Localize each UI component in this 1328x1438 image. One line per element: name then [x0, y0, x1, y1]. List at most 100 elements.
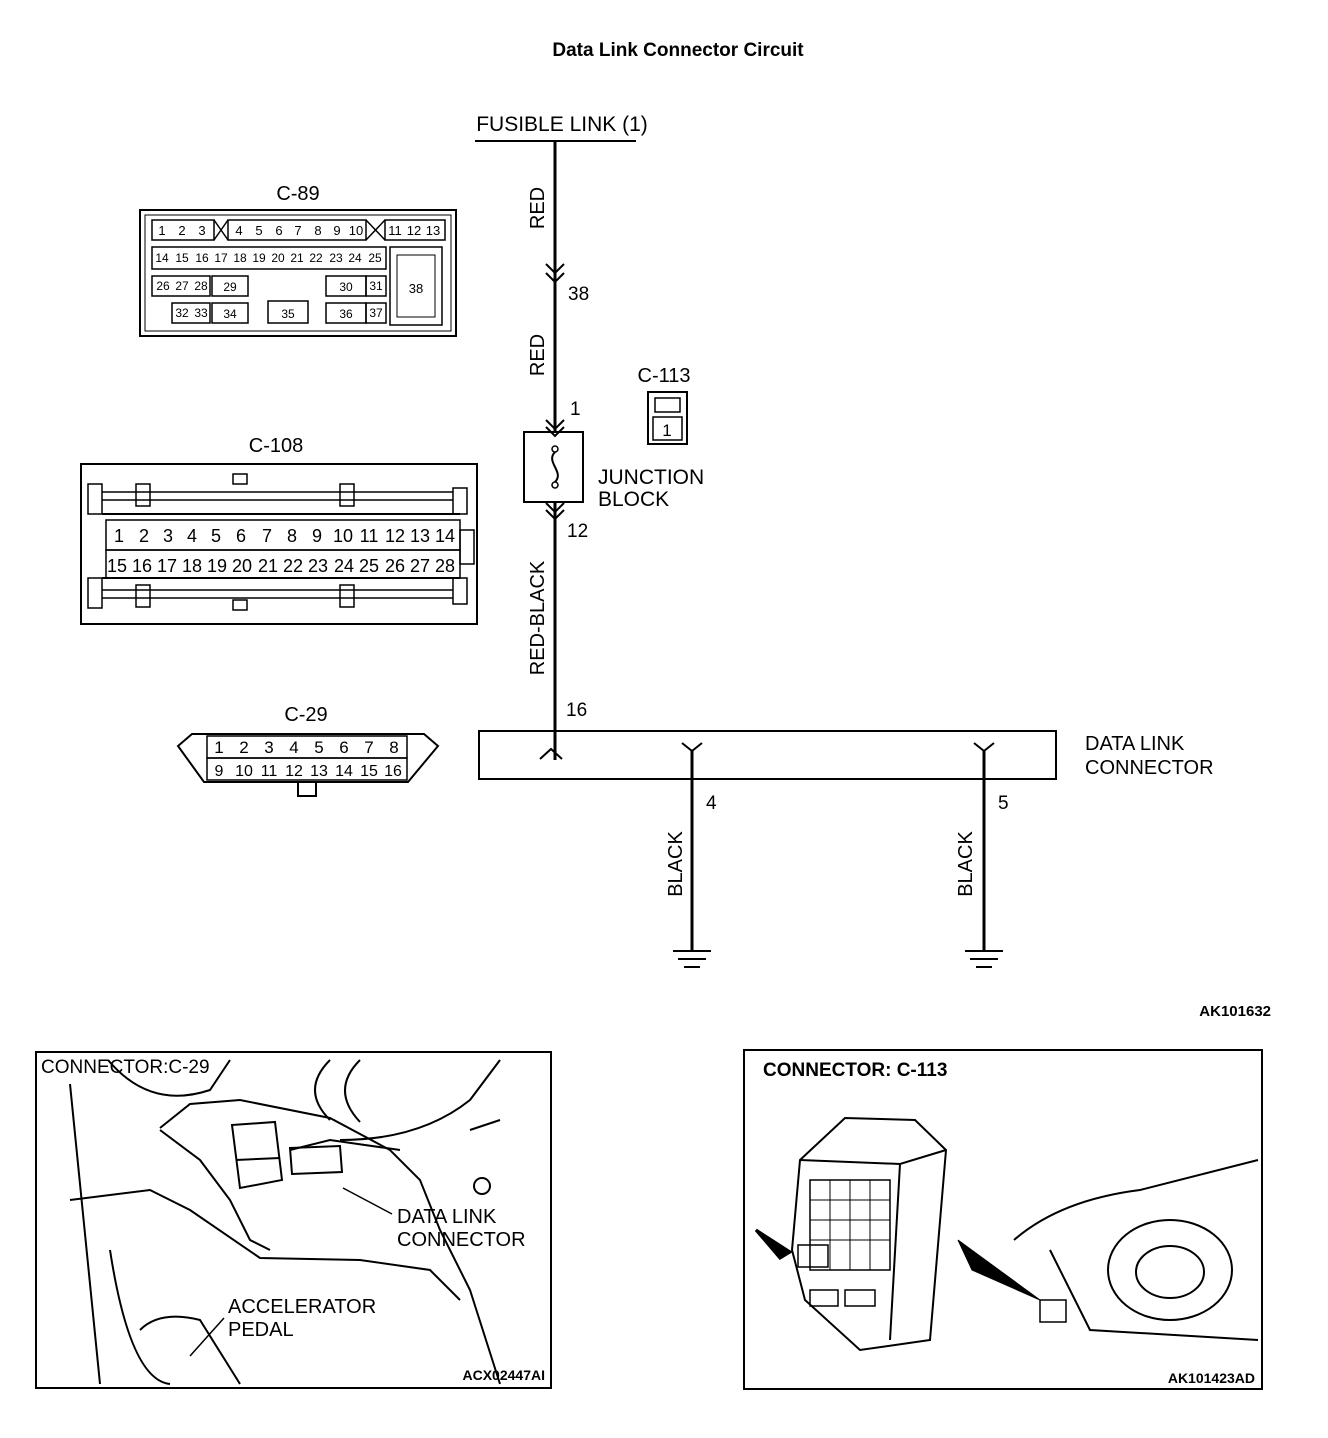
c108-row2: 15 16 17 18 19 20 21 22 23 24 25 26 27 2… — [105, 549, 461, 579]
c89-pin: 19 — [252, 251, 266, 265]
c29-pin: 4 — [289, 738, 298, 757]
callout-line — [342, 1187, 393, 1215]
junction-block-box — [523, 431, 584, 503]
dlc-label-1: DATA LINK — [1085, 733, 1185, 755]
c108-row1: 1 2 3 4 5 6 7 8 9 10 11 12 13 14 — [105, 519, 461, 551]
ground-icon — [965, 950, 1003, 968]
junction-terminal-1-icon — [545, 419, 565, 438]
c89-row3: 26 27 28 29 30 31 — [151, 275, 387, 297]
c108-pin: 19 — [207, 556, 227, 576]
c108-pin: 17 — [157, 556, 177, 576]
callout-line — [189, 1317, 225, 1357]
c29-pin: 13 — [310, 763, 328, 780]
c29-pin: 12 — [285, 763, 303, 780]
c108-pin: 25 — [359, 556, 379, 576]
pin-16-label: 16 — [566, 700, 587, 721]
c89-pin: 12 — [407, 223, 421, 238]
c89-pin: 23 — [329, 251, 343, 265]
c108-pin: 15 — [107, 556, 127, 576]
c108-pin: 5 — [211, 526, 221, 546]
c108-pin: 24 — [334, 556, 354, 576]
c89-pin: 38 — [409, 281, 423, 296]
c108-pin: 9 — [312, 526, 322, 546]
dlc-terminal-5-icon — [973, 742, 995, 753]
c108-pin: 2 — [139, 526, 149, 546]
c89-pin: 35 — [281, 307, 295, 321]
connector-c29: C-29 1 2 3 4 5 6 7 8 9 10 11 12 13 14 15… — [176, 704, 440, 797]
c89-pin: 33 — [194, 306, 208, 320]
fuse-terminal-icon — [551, 445, 559, 453]
c108-pin: 21 — [258, 556, 278, 576]
panel-left-title: CONNECTOR:C-29 — [41, 1057, 210, 1078]
wire-red-label-2: RED — [527, 334, 549, 376]
wire-red-black-label: RED-BLACK — [527, 560, 549, 675]
c108-pin: 16 — [132, 556, 152, 576]
c89-pin: 9 — [333, 223, 340, 238]
c108-pin: 13 — [410, 526, 430, 546]
c29-pin: 2 — [239, 738, 248, 757]
c89-pin: 37 — [369, 306, 383, 320]
c108-pin: 12 — [385, 526, 405, 546]
c108-pin: 26 — [385, 556, 405, 576]
c108-pin: 10 — [333, 526, 353, 546]
c108-pin: 14 — [435, 526, 455, 546]
c108-pin: 27 — [410, 556, 430, 576]
c89-pin: 2 — [178, 223, 185, 238]
c29-pin: 15 — [360, 763, 378, 780]
wire-red-label-1: RED — [527, 187, 549, 229]
c89-pin: 31 — [369, 279, 383, 293]
wire-black-4-label: BLACK — [665, 831, 687, 897]
c89-pin: 1 — [158, 223, 165, 238]
c89-pin: 18 — [233, 251, 247, 265]
junction-block-label-1: JUNCTION — [598, 466, 704, 489]
c29-pin: 14 — [335, 763, 353, 780]
c108-pin: 6 — [236, 526, 246, 546]
c29-pin: 8 — [389, 738, 398, 757]
ground-icon — [673, 950, 711, 968]
c29-pin: 1 — [214, 738, 223, 757]
c108-pin: 7 — [262, 526, 272, 546]
callout-pedal-1: ACCELERATOR — [228, 1296, 376, 1318]
dashboard-illustration — [1013, 1159, 1259, 1341]
c29-pin: 10 — [235, 763, 253, 780]
c89-pin: 21 — [290, 251, 304, 265]
c89-pin: 5 — [255, 223, 262, 238]
pointer-icon — [957, 1239, 1041, 1301]
c108-pin: 22 — [283, 556, 303, 576]
pin-5-label: 5 — [998, 793, 1009, 814]
dlc-terminal-16-icon — [539, 747, 563, 760]
c89-pin: 24 — [348, 251, 362, 265]
connector-c108: C-108 1 2 3 4 5 6 7 8 9 10 11 — [80, 435, 478, 625]
fuse-terminal-icon — [551, 481, 559, 489]
c89-pin: 22 — [309, 251, 323, 265]
c108-label: C-108 — [249, 435, 303, 457]
c89-row1: 1 2 3 4 5 6 7 8 9 10 11 12 13 — [151, 219, 446, 241]
c29-row1: 1 2 3 4 5 6 7 8 — [206, 735, 408, 759]
callout-dlc-1: DATA LINK — [397, 1206, 497, 1228]
c108-pin: 4 — [187, 526, 197, 546]
c108-pin: 18 — [182, 556, 202, 576]
c89-pin: 25 — [368, 251, 382, 265]
arrow-icon — [754, 1228, 793, 1260]
c89-pin: 11 — [388, 223, 402, 238]
c89-pin: 36 — [339, 307, 353, 321]
c89-pin: 8 — [314, 223, 321, 238]
c29-pin: 9 — [215, 763, 224, 780]
c108-pin: 3 — [163, 526, 173, 546]
c89-pin: 28 — [194, 279, 208, 293]
junction-block-illustration — [790, 1116, 948, 1352]
c89-pin: 34 — [223, 307, 237, 321]
c29-pin: 5 — [314, 738, 323, 757]
c29-pin: 11 — [261, 763, 278, 780]
main-circuit: FUSIBLE LINK (1) 38 RED RED RED-BLACK 1 … — [475, 113, 1271, 1020]
c89-pin: 20 — [271, 251, 285, 265]
page-title: Data Link Connector Circuit — [552, 40, 804, 61]
connector-c113: C-113 1 — [638, 365, 691, 445]
fuse-icon — [551, 451, 559, 483]
dlc-label-2: CONNECTOR — [1085, 757, 1214, 779]
c89-pin: 7 — [294, 223, 301, 238]
panel-connector-c113: CONNECTOR: C-113 AK101423AD — [743, 1049, 1263, 1390]
pin-12-label: 12 — [567, 521, 588, 542]
panel-connector-c29: CONNECTOR:C-29 DATA LINK CONNECTOR ACCEL… — [35, 1051, 552, 1389]
